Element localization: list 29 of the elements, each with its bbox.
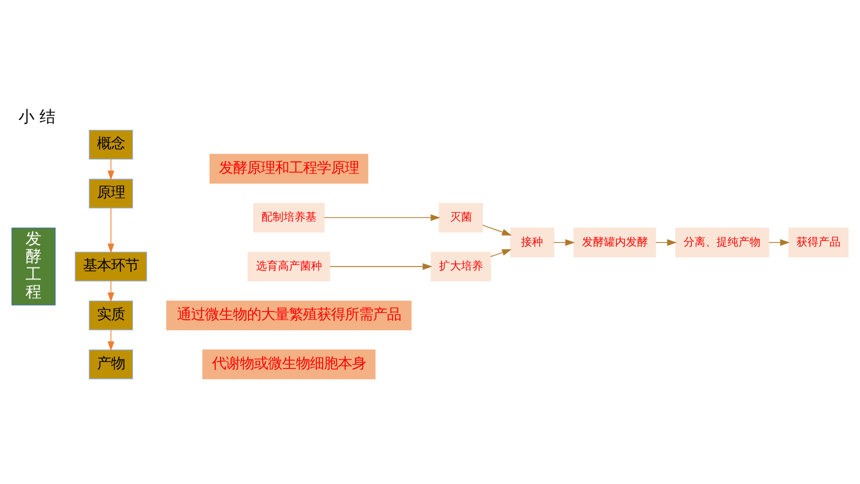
node-box: 概念 <box>88 129 133 160</box>
node-box: 产物 <box>88 349 133 379</box>
arrow <box>324 214 440 221</box>
arrow <box>768 238 790 246</box>
node-box: 通过微生物的大量繁殖获得所需产品 <box>166 300 412 330</box>
node-box: 代谢物或微生物细胞本身 <box>202 349 376 379</box>
arrow <box>108 158 114 180</box>
node-box: 原理 <box>88 178 133 208</box>
arrow <box>490 248 512 256</box>
node-box: 分离、提纯产物 <box>675 227 770 257</box>
node-box: 发酵原理和工程学原理 <box>210 153 368 184</box>
arrow <box>108 280 114 302</box>
node-box: 配制培养基 <box>253 202 325 232</box>
node-box: 基本环节 <box>74 251 147 281</box>
node-box: 实质 <box>88 300 133 330</box>
diagram-title: 小 结 <box>18 106 56 126</box>
arrow <box>108 329 114 351</box>
node-box: 发酵工程 <box>12 227 56 305</box>
arrow <box>656 238 677 246</box>
node-box: 获得产品 <box>788 227 848 257</box>
node-box: 选育高产菌种 <box>248 251 330 281</box>
arrow <box>553 238 575 246</box>
node-box: 灭菌 <box>438 202 483 232</box>
node-box: 发酵罐内发酵 <box>574 227 656 257</box>
node-box: 扩大培养 <box>430 251 491 281</box>
arrow <box>482 224 512 235</box>
node-box: 接种 <box>510 227 554 257</box>
arrow <box>108 207 114 253</box>
arrow <box>329 262 432 270</box>
